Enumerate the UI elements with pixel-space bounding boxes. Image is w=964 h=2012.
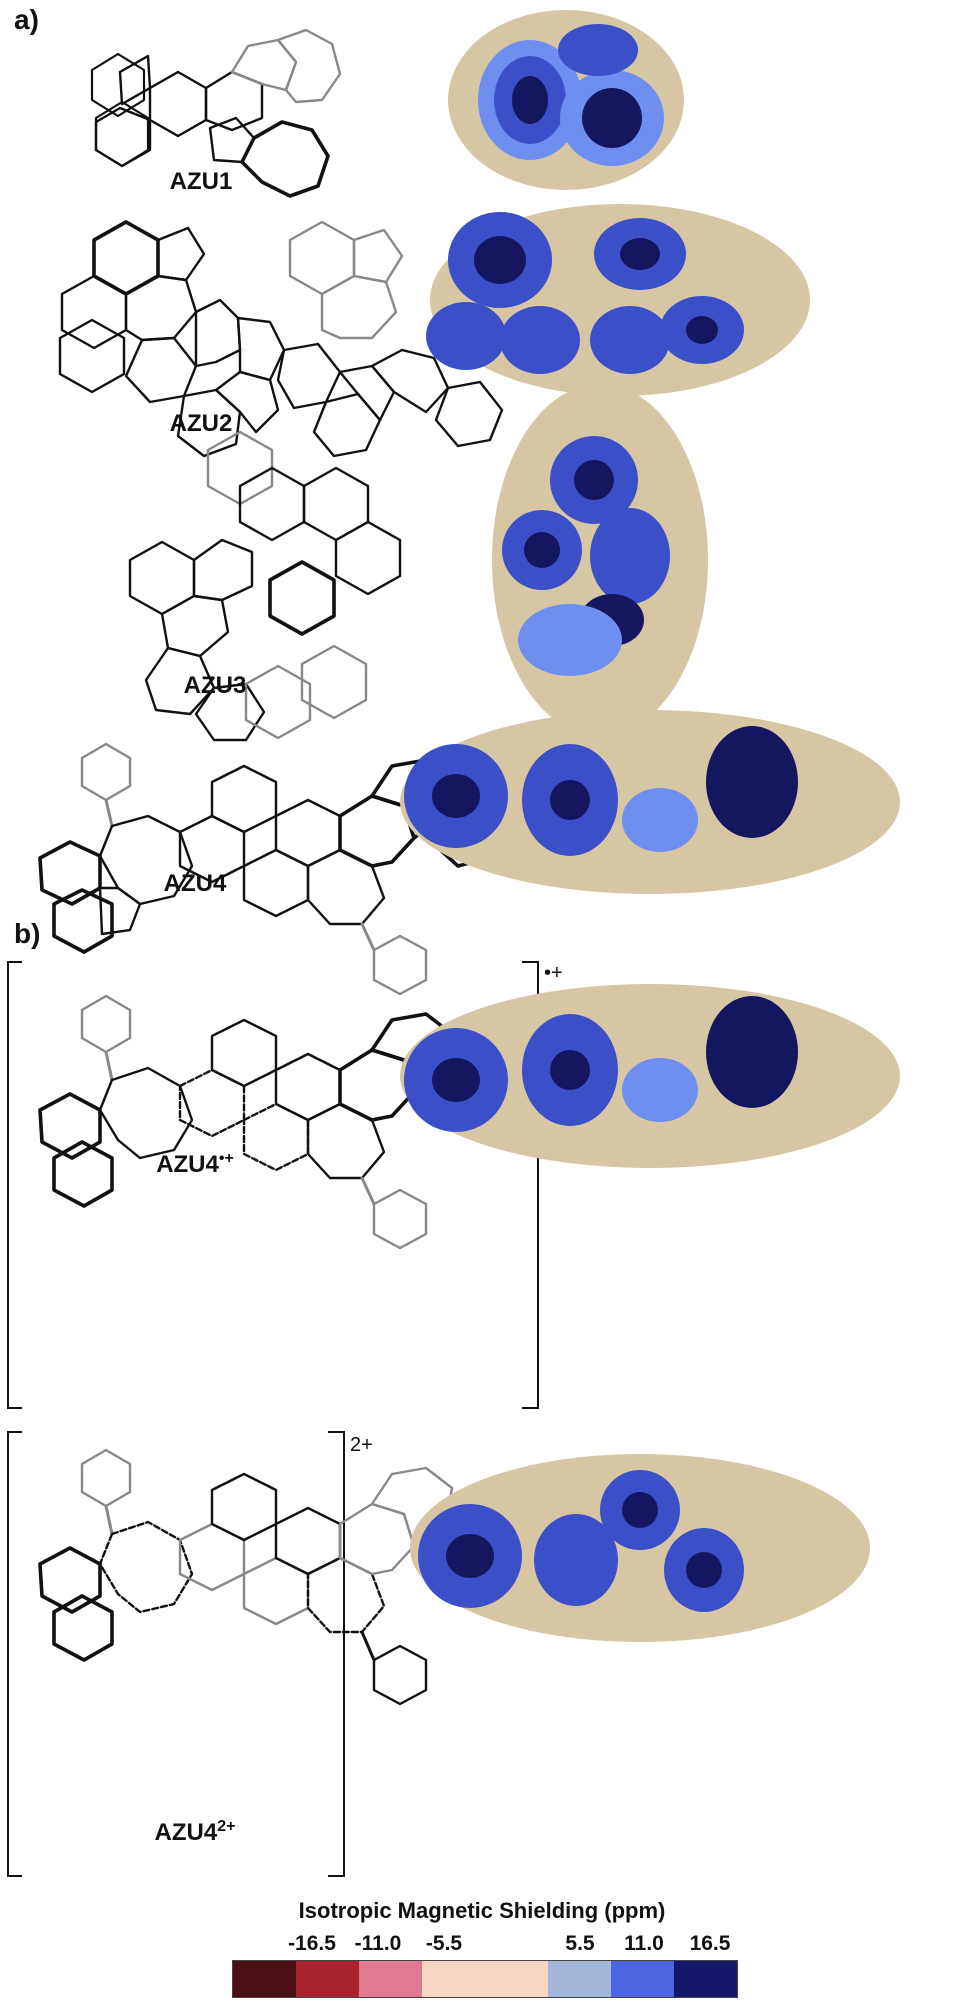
label-azu4-dication-sup: 2+ — [217, 1818, 236, 1835]
legend-tick: 16.5 — [689, 1932, 731, 1955]
legend-color-swatch — [359, 1961, 422, 1997]
charge-radical-cation: •+ — [544, 962, 563, 984]
azu4rc-shielding-model — [400, 984, 900, 1168]
legend-color-swatch — [611, 1961, 674, 1997]
azu2-grey-rings — [288, 220, 404, 340]
legend-tick: -16.5 — [288, 1932, 336, 1955]
azu2-structure — [58, 220, 504, 458]
azu1-shielding-model — [448, 10, 684, 190]
panel-label-a: a) — [14, 4, 39, 35]
structures-canvas — [7, 10, 900, 1877]
legend-color-swatch — [548, 1961, 611, 1997]
azu3-structure — [128, 430, 402, 742]
legend-tick: 11.0 — [624, 1932, 664, 1955]
label-azu1: AZU1 — [169, 168, 233, 195]
label-azu3: AZU3 — [183, 672, 247, 699]
legend-color-swatch — [422, 1961, 485, 1997]
legend-color-swatch — [674, 1961, 737, 1997]
label-azu2: AZU2 — [169, 410, 233, 437]
legend-color-swatch — [485, 1961, 548, 1997]
charge-dication: 2+ — [350, 1434, 373, 1456]
azu4dc-brackets — [7, 1431, 345, 1877]
azu2-shielding-model — [426, 204, 810, 396]
panel-label-b: b) — [14, 918, 41, 949]
azu4rc-brackets — [7, 961, 539, 1409]
azu3-shielding-model — [492, 384, 708, 736]
legend-color-swatch — [296, 1961, 359, 1997]
azu1-substructure-rings — [90, 52, 150, 168]
legend-tick: -5.5 — [425, 1932, 463, 1955]
legend-tick: 5.5 — [565, 1932, 595, 1955]
label-azu4-dication: AZU42+ — [154, 1818, 236, 1846]
azu4-shielding-model — [400, 710, 900, 894]
legend-color-bar — [232, 1960, 738, 1998]
label-azu4-radical-cation-sup: •+ — [218, 1150, 234, 1167]
legend-color-swatch — [233, 1961, 296, 1997]
legend-title: Isotropic Magnetic Shielding (ppm) — [298, 1898, 666, 1923]
azu4dc-structure — [38, 1448, 454, 1706]
legend-tick: -11.0 — [354, 1932, 402, 1955]
azu3-grey-rings — [244, 644, 368, 740]
label-azu4: AZU4 — [163, 870, 227, 897]
label-azu4-radical-cation: AZU4•+ — [156, 1150, 234, 1178]
azu4dc-shielding-model — [410, 1454, 870, 1642]
